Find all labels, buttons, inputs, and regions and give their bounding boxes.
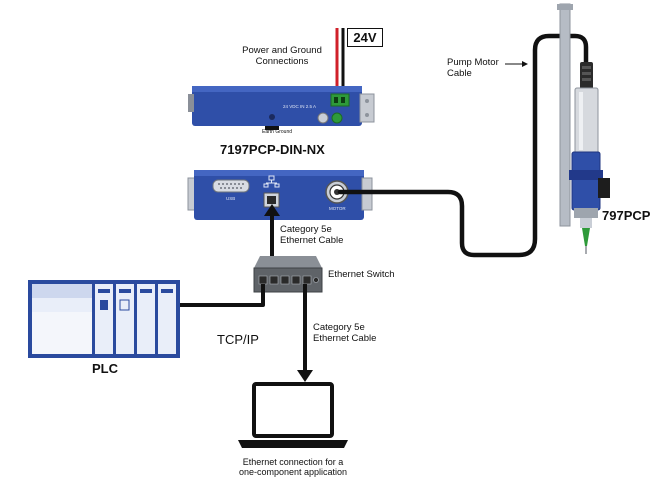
usb-port-label: USB [226,196,236,201]
ethernet-switch-label: Ethernet Switch [328,269,395,280]
laptop-caption: Ethernet connection for a one-component … [238,457,348,478]
plc-label: PLC [92,361,118,376]
cat5e-cable-top [264,204,280,256]
pump-797pcp [557,3,610,254]
voltage-label: 24V [347,28,383,47]
ethernet-switch [253,256,323,293]
controller-front-view [187,170,373,220]
controller-model-label: 7197PCP-DIN-NX [220,142,325,157]
plc-device [28,280,180,358]
pump-motor-cable [337,33,589,258]
power-port-label: 24 VDC IN 2.5 A [283,104,317,109]
controller-top-view [188,86,375,130]
earth-ground-label: Earth Ground [262,129,293,135]
cat5e-cable-bottom [297,284,313,382]
tcpip-label: TCP/IP [217,332,259,347]
power-ground-label: Power and Ground Connections [242,45,322,67]
cat5e-bottom-label: Category 5e Ethernet Cable [313,322,377,344]
motor-port-label: MOTOR [329,206,346,211]
pump-model-label: 797PCP [602,208,651,223]
pump-motor-cable-label: Pump Motor Cable [447,57,499,79]
cat5e-top-label: Category 5e Ethernet Cable [280,224,344,246]
power-cables [335,28,345,96]
laptop-icon [238,382,348,448]
